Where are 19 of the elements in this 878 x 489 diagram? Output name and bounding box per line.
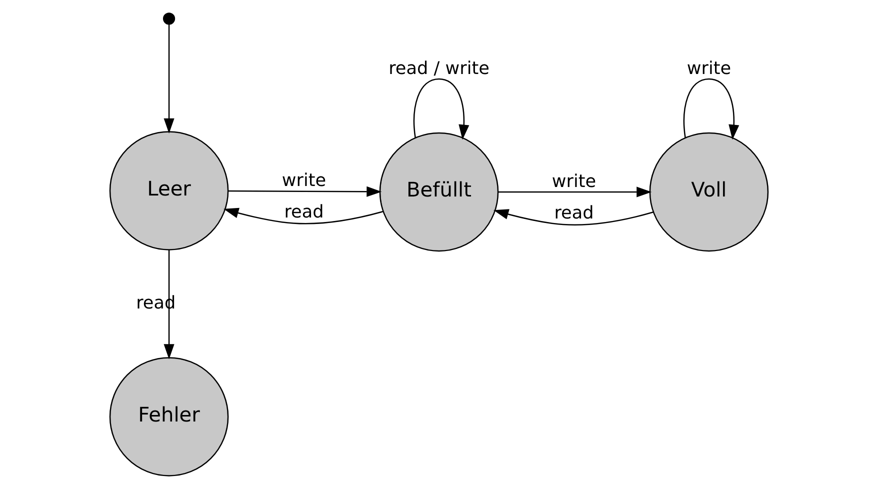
node-circle: Leer	[109, 131, 229, 250]
arrow	[498, 186, 652, 198]
edge-label: write	[552, 172, 596, 192]
edge-label: read	[284, 202, 324, 222]
arrow	[413, 78, 470, 140]
edge-label: write	[282, 170, 326, 191]
edge-label: read	[554, 204, 594, 224]
edge-label: write	[686, 59, 732, 80]
node-circle: Befüllt	[379, 132, 499, 252]
edge-label: read / write	[388, 59, 490, 80]
arrow	[494, 209, 654, 226]
arrow	[224, 208, 384, 224]
arrow	[228, 186, 382, 197]
arrow	[164, 250, 174, 360]
arrow	[683, 78, 740, 140]
node-circle	[162, 12, 176, 25]
node-circle: Voll	[649, 132, 769, 252]
arrow	[164, 24, 174, 134]
node-circle: Fehler	[109, 357, 229, 476]
